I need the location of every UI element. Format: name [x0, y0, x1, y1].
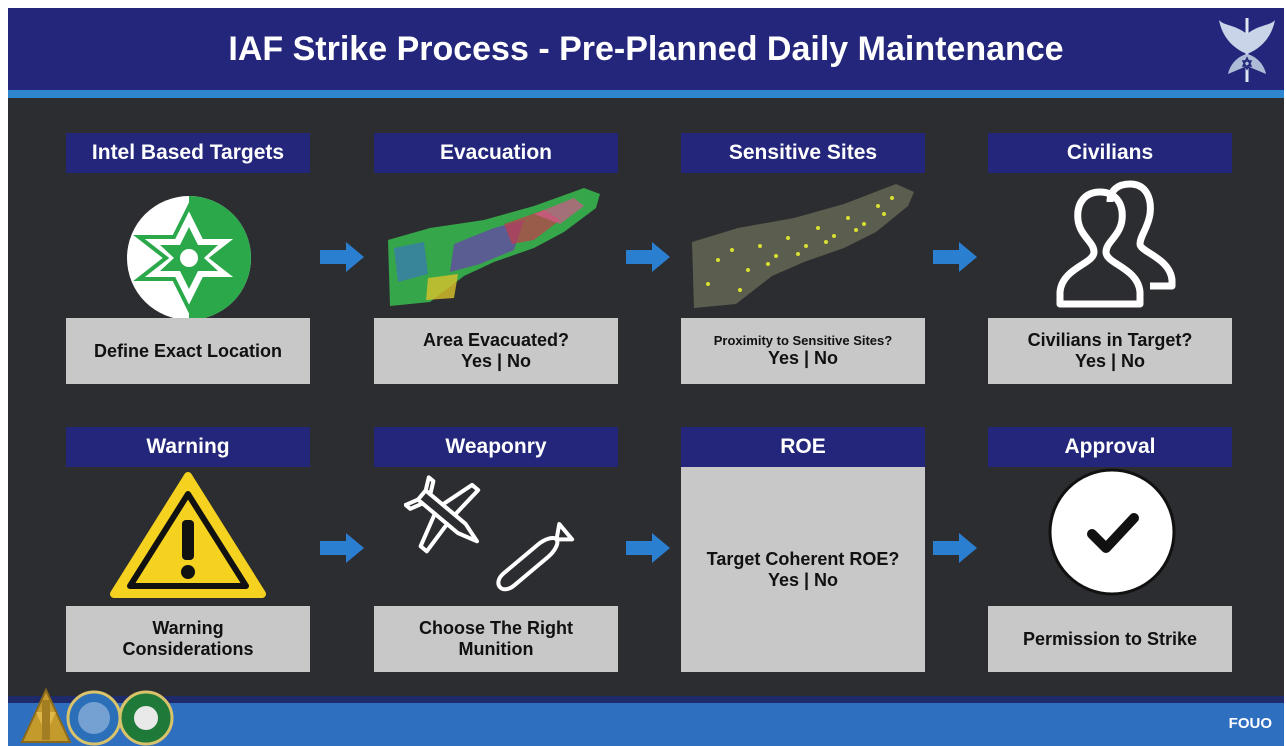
header-bar [8, 8, 1284, 90]
step-label-warning: Warning [66, 427, 310, 467]
step-label-intel: Intel Based Targets [66, 133, 310, 173]
step-label-civilians: Civilians [988, 133, 1232, 173]
step-text-evacuation-line1: Area Evacuated? [422, 330, 570, 350]
step-box-roe: Target Coherent ROE? Yes | No [681, 467, 925, 672]
step-text-warning-line2: Considerations [122, 639, 254, 659]
step-text-weaponry-line2: Munition [458, 639, 534, 659]
step-label-approval: Approval [988, 427, 1232, 467]
step-box-warning: Warning Considerations [66, 606, 310, 672]
step-label-evacuation: Evacuation [374, 133, 618, 173]
footer-stripe [8, 696, 1284, 703]
intel-star-icon [127, 196, 251, 320]
step-text-sensitive-sites-line1: Proximity to Sensitive Sites? [713, 333, 893, 348]
slide: IAF Strike Process - Pre-Planned Daily M… [8, 8, 1284, 746]
step-label-roe: ROE [681, 427, 925, 467]
step-text-evacuation-line2: Yes | No [460, 351, 532, 371]
sensitive-sites-map-icon [692, 184, 914, 308]
step-text-roe-line1: Target Coherent ROE? [706, 548, 900, 569]
step-text-warning-line1: Warning [152, 618, 224, 638]
arrow-right-icon [626, 242, 670, 272]
step-text-civilians-line2: Yes | No [1074, 351, 1146, 371]
step-label-sensitive-sites: Sensitive Sites [681, 133, 925, 173]
step-text-weaponry-line1: Choose The Right [419, 618, 573, 638]
step-text-approval-line1: Permission to Strike [1022, 628, 1198, 649]
header-stripe [8, 90, 1284, 98]
step-text-intel-line1: Define Exact Location [93, 340, 283, 361]
classification-marking: FOUO [1228, 715, 1272, 732]
step-text-roe-line2: Yes | No [767, 569, 839, 590]
step-box-approval: Permission to Strike [988, 606, 1232, 672]
step-label-weaponry: Weaponry [374, 427, 618, 467]
step-box-sensitive-sites: Proximity to Sensitive Sites? Yes | No [681, 318, 925, 384]
step-box-weaponry: Choose The Right Munition [374, 606, 618, 672]
footer-bar [8, 703, 1284, 746]
arrow-right-icon [320, 242, 364, 272]
page-title: IAF Strike Process - Pre-Planned Daily M… [228, 30, 1064, 68]
warning-icon [110, 472, 266, 598]
unit-emblems-icon [20, 687, 174, 746]
step-text-sensitive-sites-line2: Yes | No [767, 348, 839, 368]
step-box-intel: Define Exact Location [66, 318, 310, 384]
evacuation-map-icon [388, 188, 600, 306]
arrow-right-icon [933, 242, 977, 272]
iaf-emblem-icon [1219, 18, 1275, 82]
arrow-right-icon [320, 533, 364, 563]
checkmark-icon [1048, 468, 1176, 596]
aircraft-bomb-icon [404, 475, 575, 592]
step-text-civilians-line1: Civilians in Target? [1027, 330, 1193, 350]
step-box-evacuation: Area Evacuated? Yes | No [374, 318, 618, 384]
civilians-icon [1056, 180, 1176, 308]
arrow-right-icon [933, 533, 977, 563]
step-box-civilians: Civilians in Target? Yes | No [988, 318, 1232, 384]
arrow-right-icon [626, 533, 670, 563]
